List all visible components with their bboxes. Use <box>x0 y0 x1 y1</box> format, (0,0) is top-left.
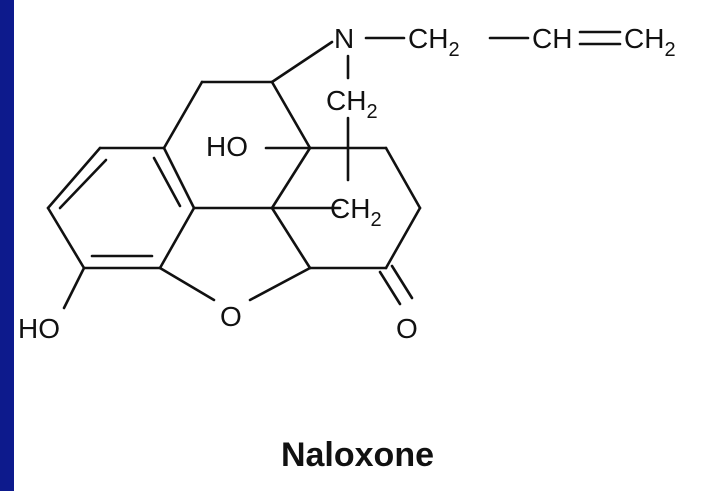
bond-o-c5 <box>248 266 312 302</box>
bond-aromatic-3 <box>46 206 86 270</box>
bond-c14-c13 <box>270 146 312 210</box>
bond-aromatic-6 <box>162 146 196 210</box>
atom-hydroxyl-phenol: HO <box>18 313 60 344</box>
content-panel: N CH2 CH CH2 CH2 HO CH2 HO O O Naloxone <box>14 0 709 491</box>
bond-c9-c14 <box>270 80 312 150</box>
atom-ch2-allyl: CH2 <box>408 23 460 61</box>
bond-ketone-1 <box>378 270 402 306</box>
atom-ch2-bridge-upper: CH2 <box>326 85 378 123</box>
bond-aromatic-double-3 <box>152 156 182 208</box>
atom-nitrogen: N <box>334 23 354 54</box>
bond-c4-o <box>158 266 216 302</box>
atom-ch2-bridge-lower: CH2 <box>330 193 382 231</box>
molecule-name-caption: Naloxone <box>280 436 435 474</box>
naloxone-structure-diagram: N CH2 CH CH2 CH2 HO CH2 HO O O <box>18 23 676 344</box>
atom-hydroxyl-c14: HO <box>206 131 248 162</box>
atom-oxygen-ketone: O <box>396 313 418 344</box>
bond-aromatic-5 <box>158 206 196 270</box>
bond-ho-left <box>62 266 86 310</box>
bond-c11-c10 <box>162 80 204 150</box>
bond-aromatic-double-1 <box>58 158 108 210</box>
bond-c6-c7 <box>384 206 422 270</box>
bond-aromatic-2 <box>46 146 102 210</box>
atom-ch-vinyl: CH <box>532 23 572 54</box>
bond-lines <box>46 30 622 310</box>
atom-oxygen-furan: O <box>220 301 242 332</box>
bond-c7-c8 <box>384 146 422 210</box>
bond-ketone-2 <box>390 264 414 300</box>
atom-ch2-terminal: CH2 <box>624 23 676 61</box>
bond-c13-c5 <box>270 206 312 270</box>
bond-c9-n <box>270 40 334 84</box>
